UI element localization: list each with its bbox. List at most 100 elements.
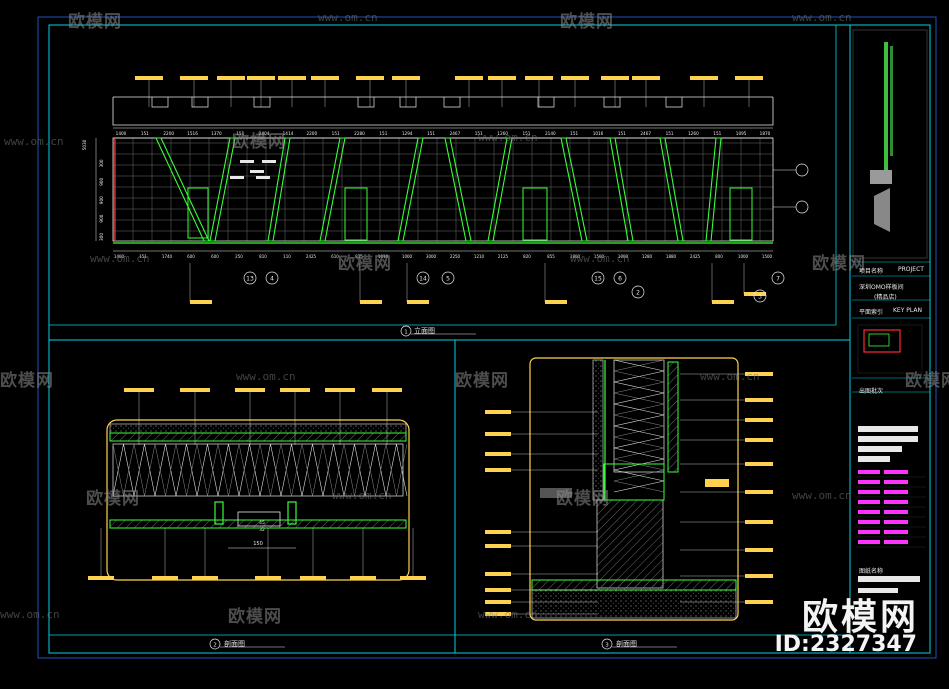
bottom-dimension: 810	[259, 254, 267, 259]
led-strip	[705, 137, 722, 242]
insulation-zigzag	[613, 359, 665, 493]
annotation-tag	[745, 574, 773, 578]
annotation-tag	[325, 388, 355, 392]
revision-sign	[884, 490, 908, 494]
led-strip	[397, 137, 424, 242]
annotation-tag	[561, 76, 589, 80]
issue-text-block	[858, 436, 918, 442]
vertical-dimension: 900	[99, 196, 104, 204]
annotation-tag	[745, 398, 773, 402]
callout-number: 4	[270, 276, 274, 283]
watermark-brand: 欧模网	[560, 12, 614, 32]
watermark-brand: 欧模网	[86, 489, 140, 509]
led-strip	[267, 137, 291, 242]
top-dimension: 151	[427, 131, 435, 136]
watermark-brand: 欧模网	[232, 132, 286, 152]
annotation-tag	[180, 388, 210, 392]
callout-circle	[265, 271, 279, 285]
ceiling-notch	[537, 97, 555, 108]
vertical-dimension: 5030	[82, 139, 87, 150]
revision-text	[858, 510, 880, 514]
bottom-dimension: 855	[547, 254, 555, 259]
annotation-tag	[690, 76, 718, 80]
annotation-tag	[135, 76, 163, 80]
inline-label	[262, 160, 276, 163]
watermark-large-brand: 欧模网	[801, 597, 919, 638]
insulation-zigzag	[112, 443, 408, 497]
led-strip	[560, 137, 588, 242]
project-label-en: PROJECT	[898, 266, 924, 273]
top-dimension: 2404	[259, 131, 270, 136]
bottom-dimension: 1000	[738, 254, 749, 259]
top-dimension: 151	[713, 131, 721, 136]
top-dimension: 2467	[450, 131, 461, 136]
view-index-number: 2	[213, 643, 217, 649]
frame-post	[287, 501, 297, 525]
top-dimension: 151	[141, 131, 149, 136]
section-view-right	[485, 357, 773, 621]
watermark-brand: 欧模网	[0, 371, 54, 391]
led-strip	[659, 137, 684, 242]
issue-text-block	[858, 446, 902, 452]
watermark-url: www.om.cn	[0, 608, 60, 621]
bottom-dimension: 151	[139, 254, 147, 259]
project-name-line1: 深圳OMO样板间	[859, 284, 904, 291]
bottom-dimension: 2425	[690, 254, 701, 259]
watermark-brand: 欧模网	[68, 12, 122, 32]
led-strip	[319, 137, 346, 242]
annotation-tag	[485, 600, 511, 604]
inline-label	[256, 176, 270, 179]
callout-circle	[771, 271, 785, 285]
annotation-tag	[601, 76, 629, 80]
annotation-tag	[735, 76, 763, 80]
annotation-tag	[745, 520, 773, 524]
top-dimension: 1400	[116, 131, 127, 136]
insulation-panel	[613, 359, 665, 473]
annotation-tag	[745, 600, 773, 604]
top-finish-layer	[109, 432, 407, 442]
drawing-name-label: 图纸名称	[859, 568, 884, 575]
watermark-url: www.om.cn	[4, 135, 64, 148]
vertical-dimension: 900	[99, 177, 104, 185]
annotation-tag	[124, 388, 154, 392]
annotation-tag	[217, 76, 245, 80]
annotation-tag	[485, 544, 511, 548]
annotation-tag	[525, 76, 553, 80]
annotation-tag	[88, 576, 114, 580]
annotation-tag	[280, 388, 310, 392]
annotation-tag	[152, 576, 178, 580]
watermark-brand: 欧模网	[455, 371, 509, 391]
watermark-id: ID:2327347	[774, 632, 917, 657]
bottom-dimension: 820	[523, 254, 531, 259]
callout-number: 15	[594, 276, 602, 283]
annotation-tag	[400, 576, 426, 580]
concrete-footing	[596, 499, 664, 589]
callout-number: 5	[446, 276, 450, 283]
revision-sign	[884, 500, 908, 504]
annotation-tag	[712, 300, 734, 304]
drawing-name-text	[858, 588, 898, 593]
annotation-tag	[632, 76, 660, 80]
bottom-dimension: 1280	[642, 254, 653, 259]
top-dimension: 151	[379, 131, 387, 136]
watermark-url: www.om.cn	[792, 489, 852, 502]
revision-text	[858, 490, 880, 494]
top-dimension: 151	[332, 131, 340, 136]
annotation-tag	[485, 530, 511, 534]
bottom-dimension: 2250	[450, 254, 461, 259]
bottom-dimension: 2125	[498, 254, 509, 259]
top-dimension: 151	[666, 131, 674, 136]
ceiling-line	[112, 97, 774, 126]
annotation-tag	[407, 300, 429, 304]
top-dimension: 2280	[354, 131, 365, 136]
ceiling-notch	[665, 97, 683, 108]
callout-circle	[441, 271, 455, 285]
section-a-title: 剖面图	[224, 640, 245, 648]
top-dimension: 151	[570, 131, 578, 136]
watermark-url: www.om.cn	[700, 370, 760, 383]
sheet-outer-frame	[37, 16, 937, 659]
view-index-number: 3	[605, 643, 609, 649]
